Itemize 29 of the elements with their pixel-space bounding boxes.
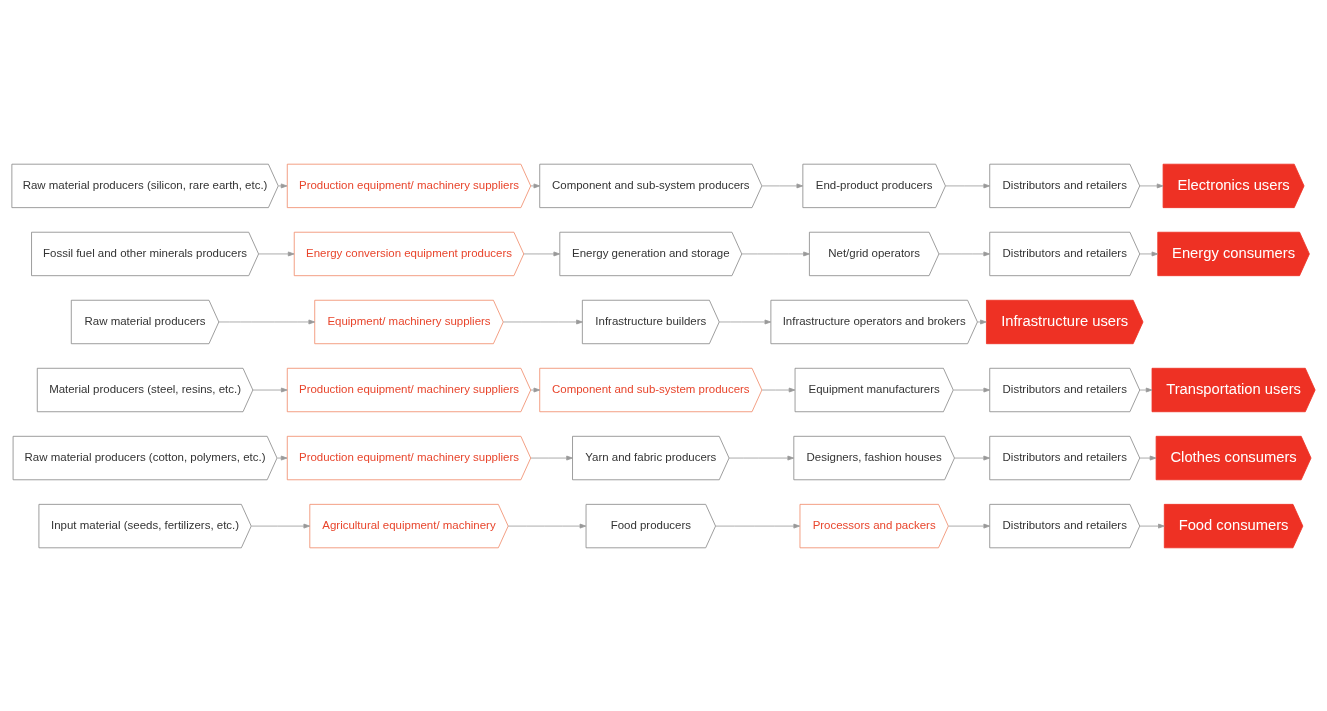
arrow	[1139, 183, 1164, 188]
arrow	[1139, 455, 1157, 460]
arrow	[938, 251, 990, 256]
arrow	[1139, 523, 1165, 528]
arrow	[954, 455, 990, 460]
arrow	[1139, 251, 1159, 256]
arrow	[530, 387, 541, 392]
arrow	[530, 183, 541, 188]
arrow	[218, 319, 316, 324]
arrow	[715, 523, 800, 528]
arrow	[953, 387, 990, 392]
arrow	[530, 455, 573, 460]
arrow	[741, 251, 810, 256]
arrow	[718, 319, 772, 324]
arrow	[1139, 387, 1153, 392]
arrow	[277, 455, 288, 460]
arrow	[945, 183, 990, 188]
arrow	[761, 387, 796, 392]
arrow	[728, 455, 794, 460]
arrow	[761, 183, 804, 188]
arrow	[523, 251, 561, 256]
arrow	[258, 251, 295, 256]
arrow	[948, 523, 990, 528]
arrow	[278, 183, 288, 188]
arrow	[977, 319, 987, 324]
arrow	[251, 523, 311, 528]
arrow	[502, 319, 583, 324]
arrow	[507, 523, 587, 528]
arrow	[252, 387, 288, 392]
